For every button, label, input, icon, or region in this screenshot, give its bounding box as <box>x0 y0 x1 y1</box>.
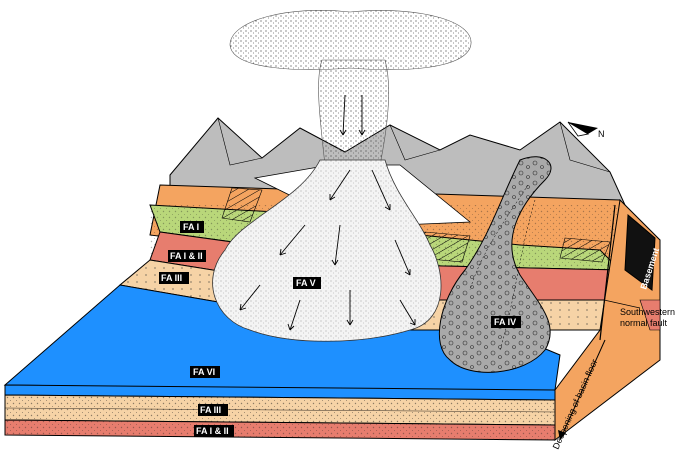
north-label: N <box>598 129 605 139</box>
label-fa-vi: FA VI <box>190 366 220 378</box>
basement-block <box>624 213 656 291</box>
label-fa-i: FA I <box>180 221 204 233</box>
flow-arrows <box>239 94 416 331</box>
svg-text:FA I & II: FA I & II <box>170 251 203 261</box>
svg-text:FA VI: FA VI <box>193 367 215 377</box>
label-fa-i-ii-upper: FA I & II <box>168 250 206 262</box>
label-fa-iii-lower: FA III <box>198 404 228 416</box>
label-fa-iv: FA IV <box>491 316 521 328</box>
svg-text:FA I & II: FA I & II <box>196 426 229 436</box>
fault-label-line2: normal fault <box>620 318 668 328</box>
fault-zone-right <box>559 237 611 263</box>
eruption-column <box>318 59 389 166</box>
eruption-cloud <box>229 9 472 70</box>
svg-text:FA III: FA III <box>200 405 221 415</box>
svg-text:FA IV: FA IV <box>494 317 516 327</box>
fault-label-line1: Southwestern <box>620 307 675 317</box>
label-fa-v: FA V <box>293 277 321 289</box>
label-fa-iii-upper: FA III <box>159 272 189 284</box>
north-arrow: N <box>567 121 605 139</box>
fault-zone-left <box>221 187 263 223</box>
svg-text:FA V: FA V <box>296 278 316 288</box>
svg-text:FA III: FA III <box>161 273 182 283</box>
label-fa-i-ii-lower: FA I & II <box>194 425 234 437</box>
svg-text:FA I: FA I <box>183 222 199 232</box>
normal-fault-line <box>599 204 616 341</box>
